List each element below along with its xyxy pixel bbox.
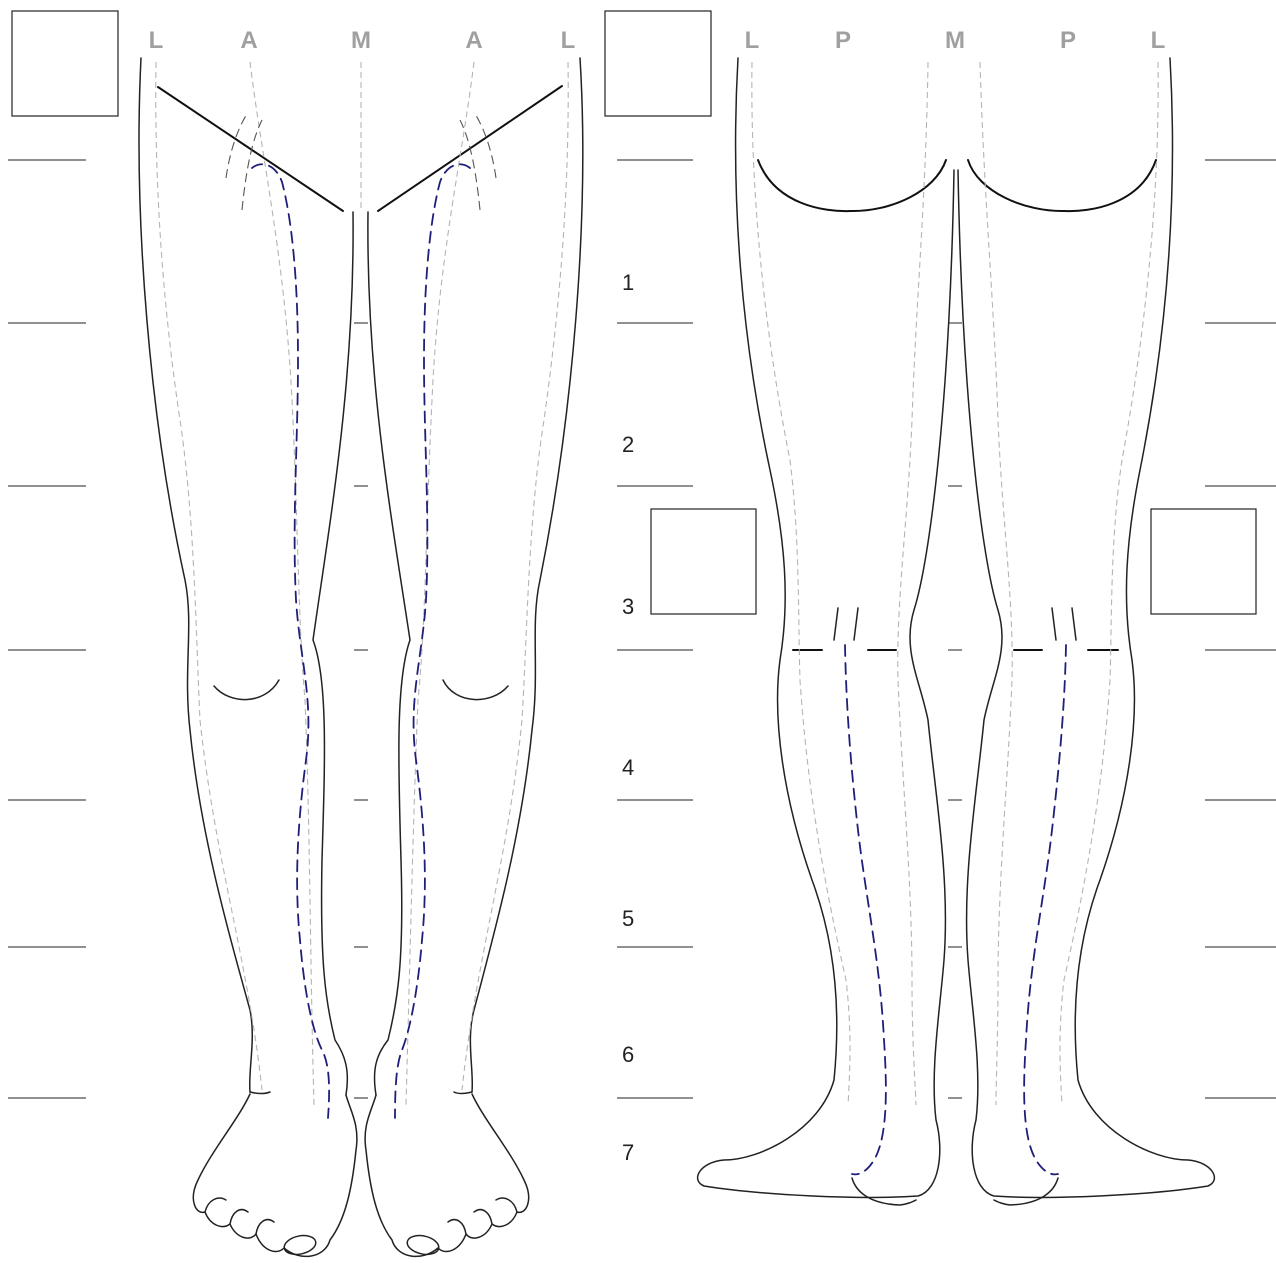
posterior-letter-lateral-right: L xyxy=(1151,27,1166,54)
posterior-letter-posterior-left: P xyxy=(835,27,851,54)
anterior-left-foot xyxy=(193,1094,357,1256)
level-numbers: 1 2 3 4 5 6 7 xyxy=(622,270,634,1165)
anterior-letter-medial: M xyxy=(351,27,371,54)
anterior-letter-anterior-right: A xyxy=(465,27,482,54)
anterior-left-vein xyxy=(252,164,329,1118)
level-number-7: 7 xyxy=(622,1140,634,1165)
posterior-guide-lines xyxy=(752,62,1158,1105)
posterior-axis-letters: L P M P L xyxy=(745,27,1166,54)
level-rulers xyxy=(8,160,1276,1098)
anterior-right-vein xyxy=(395,164,470,1118)
anterior-guide-lines xyxy=(156,62,568,1105)
anterior-right-kneecap xyxy=(443,680,508,700)
anterior-right-foot xyxy=(365,1094,529,1256)
posterior-view xyxy=(698,58,1215,1205)
anterior-axis-letters: L A M A L xyxy=(149,27,576,54)
level-number-6: 6 xyxy=(622,1042,634,1067)
label-box-mid-right xyxy=(1151,509,1256,614)
level-number-4: 4 xyxy=(622,755,634,780)
posterior-right-leg xyxy=(958,58,1214,1205)
level-number-1: 1 xyxy=(622,270,634,295)
anterior-letter-anterior-left: A xyxy=(240,27,257,54)
anterior-right-leg xyxy=(365,58,583,1257)
posterior-left-vein xyxy=(845,645,886,1174)
posterior-right-vein xyxy=(1024,645,1066,1174)
label-box-top-center xyxy=(605,11,711,116)
posterior-letter-posterior-right: P xyxy=(1060,27,1076,54)
level-number-5: 5 xyxy=(622,906,634,931)
anterior-letter-lateral-left: L xyxy=(149,27,164,54)
anterior-left-leg xyxy=(139,58,357,1257)
label-box-top-left xyxy=(12,11,118,116)
posterior-letter-lateral-left: L xyxy=(745,27,760,54)
posterior-letter-medial: M xyxy=(945,27,965,54)
level-number-2: 2 xyxy=(622,432,634,457)
anterior-view xyxy=(139,58,583,1257)
anterior-left-kneecap xyxy=(214,680,279,700)
anterior-letter-lateral-right: L xyxy=(561,27,576,54)
label-box-mid-center xyxy=(651,509,756,614)
level-number-3: 3 xyxy=(622,594,634,619)
posterior-left-leg xyxy=(698,58,954,1205)
